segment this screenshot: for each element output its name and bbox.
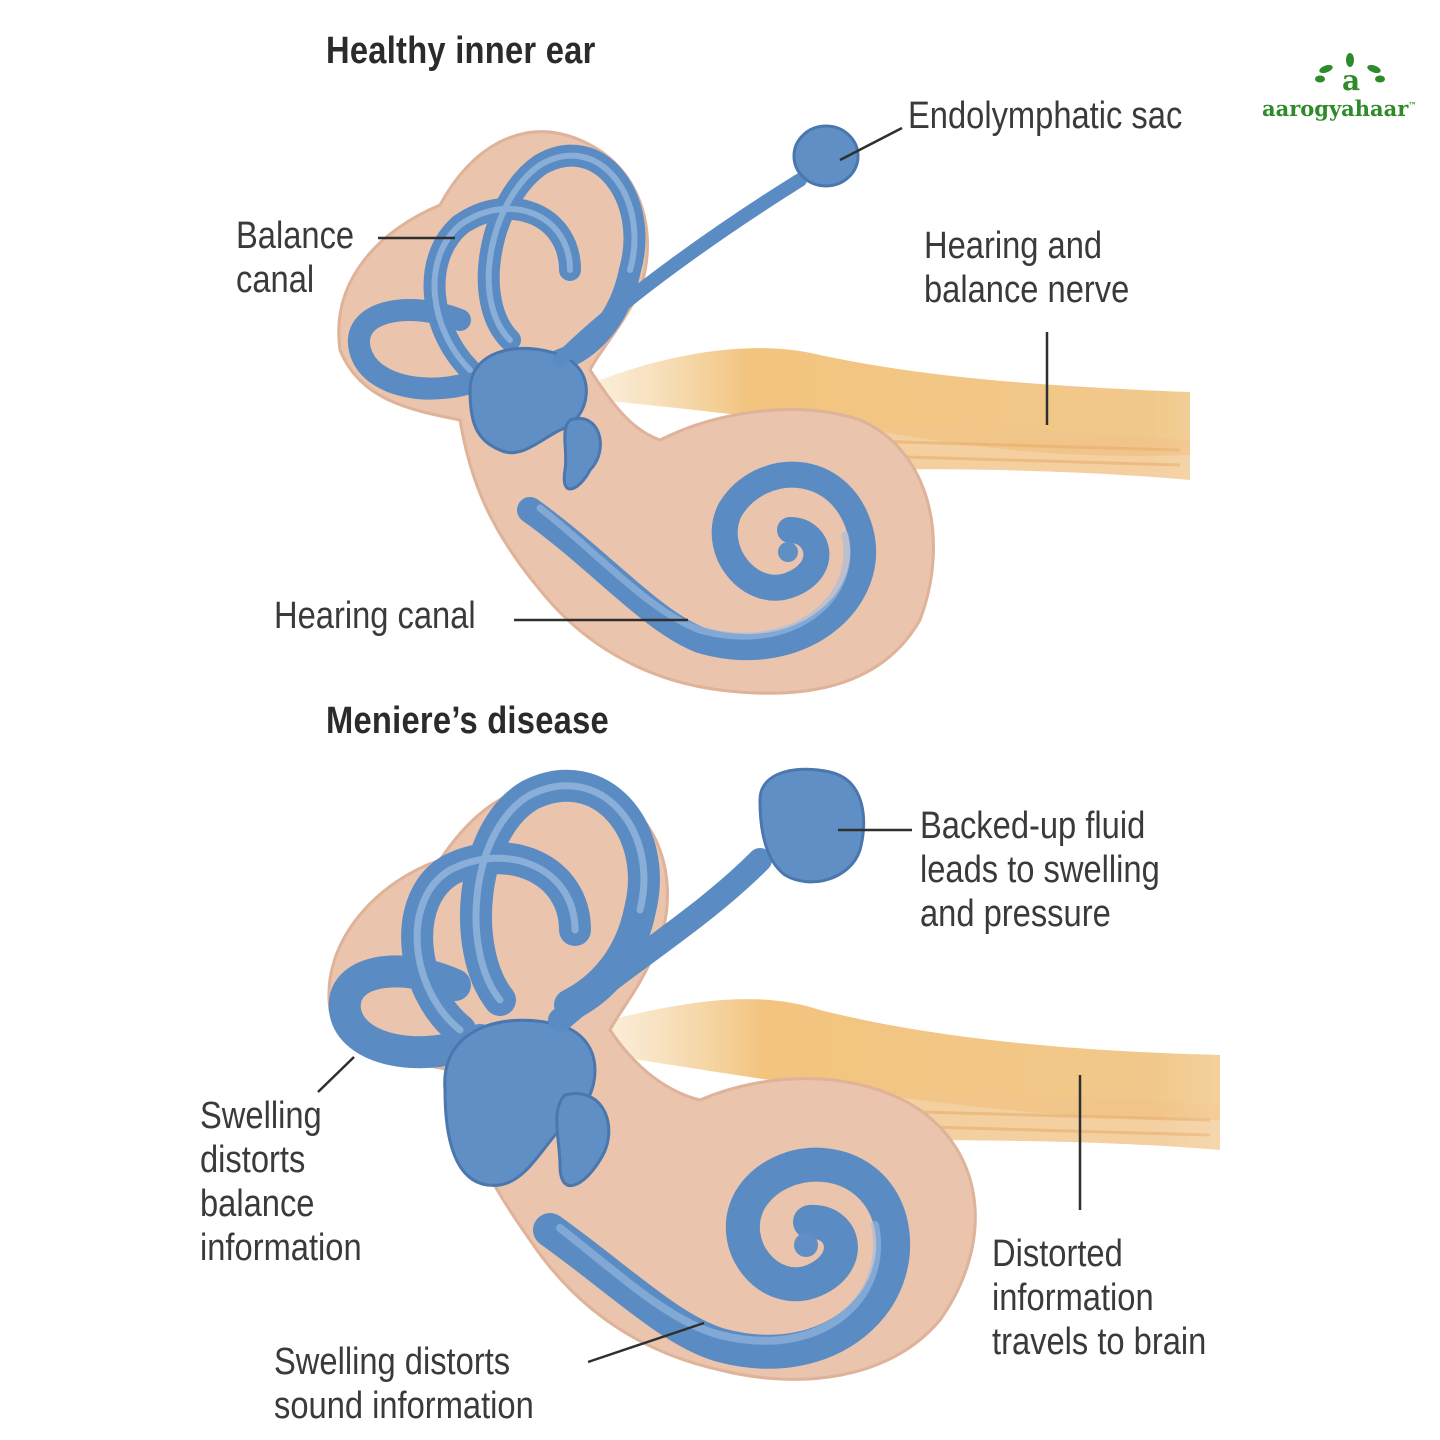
nerve-line-2: balance nerve [924, 269, 1130, 311]
brand-wordmark: aarogyahaar™ [1262, 96, 1416, 121]
sound-swelling-label: Swelling distorts sound information [274, 1340, 534, 1428]
healthy-inner-ear-title: Healthy inner ear [326, 30, 596, 72]
endolymphatic-sac-text: Endolymphatic sac [908, 95, 1183, 137]
aarogyahaar-logo: a aarogyahaar™ [1258, 52, 1438, 128]
distorted-info-line-2: information [992, 1277, 1154, 1319]
distorted-info-line-1: Distorted [992, 1233, 1123, 1275]
nerve-label: Hearing and balance nerve [924, 224, 1129, 312]
backed-up-fluid-label: Backed-up fluid leads to swelling and pr… [920, 804, 1160, 936]
brand-name: aarogyahaar [1262, 96, 1409, 121]
meniere-disease-title: Meniere’s disease [326, 700, 609, 742]
trademark-symbol: ™ [1408, 100, 1417, 110]
balance-swelling-label: Swelling distorts balance information [200, 1094, 362, 1270]
balance-swelling-line-2: distorts [200, 1139, 306, 1181]
sound-swelling-line-1: Swelling distorts [274, 1341, 511, 1383]
backed-up-fluid-line-1: Backed-up fluid [920, 805, 1146, 847]
balance-swelling-line-1: Swelling [200, 1095, 322, 1137]
leader-balance-swelling [317, 1056, 355, 1093]
svg-text:a: a [1342, 64, 1360, 97]
balance-swelling-line-3: balance [200, 1183, 315, 1225]
balance-canal-line-2: canal [236, 259, 315, 301]
hearing-canal-label: Hearing canal [274, 594, 476, 638]
backed-up-fluid-line-2: leads to swelling [920, 849, 1160, 891]
leader-endolymphatic-sac [839, 126, 903, 162]
sound-swelling-line-2: sound information [274, 1385, 534, 1427]
balance-canal-line-1: Balance [236, 215, 355, 257]
leader-lines [317, 126, 1082, 1364]
balance-swelling-line-4: information [200, 1227, 362, 1269]
nerve-line-1: Hearing and [924, 225, 1103, 267]
hearing-canal-text: Hearing canal [274, 595, 476, 637]
distorted-info-label: Distorted information travels to brain [992, 1232, 1206, 1364]
balance-canal-label: Balance canal [236, 214, 354, 302]
distorted-info-line-3: travels to brain [992, 1321, 1207, 1363]
endolymphatic-sac-label: Endolymphatic sac [908, 94, 1182, 138]
leaf-icon: a [1315, 53, 1385, 97]
leader-sound-swelling [587, 1321, 705, 1364]
backed-up-fluid-line-3: and pressure [920, 893, 1111, 935]
